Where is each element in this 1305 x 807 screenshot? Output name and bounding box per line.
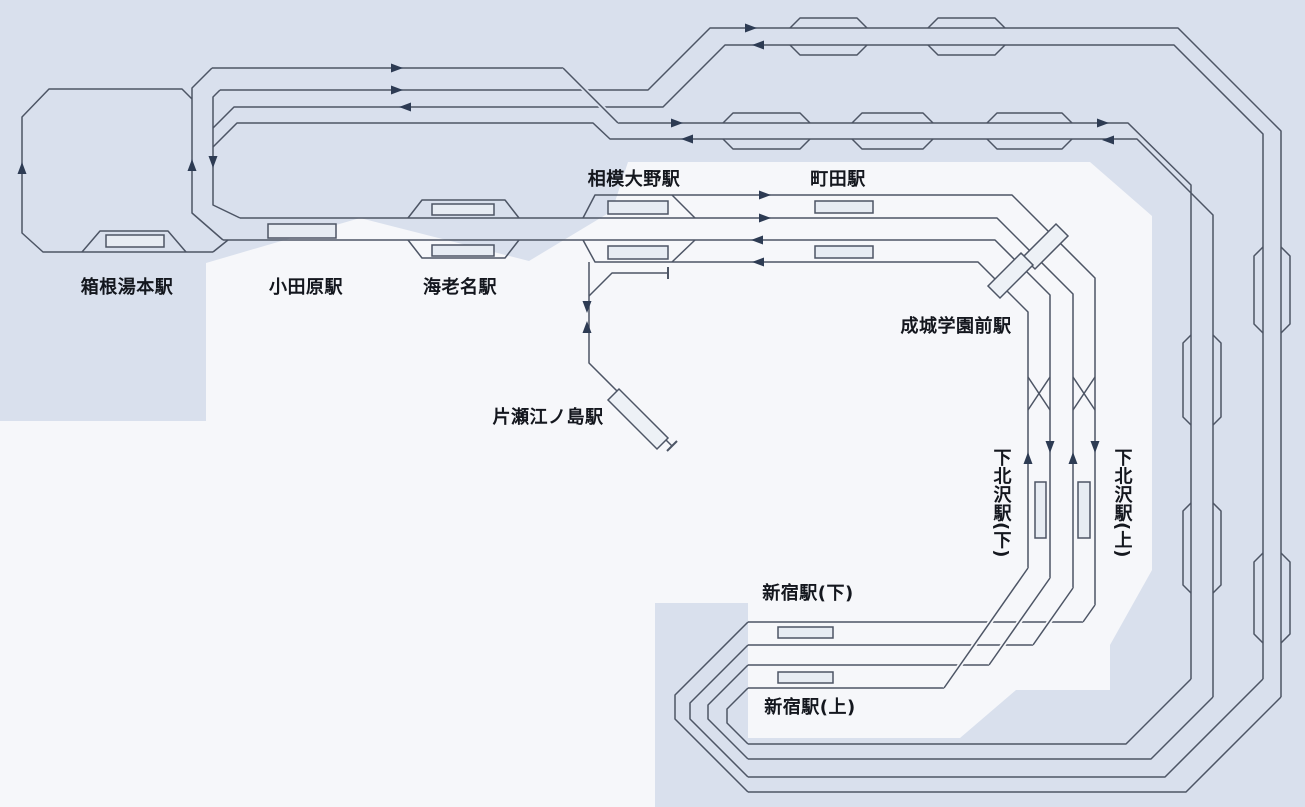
label-katase-enoshima: 片瀬江ノ島駅 — [493, 406, 604, 428]
katase-enoshima-platform — [606, 387, 670, 451]
direction-arrow-up — [187, 159, 197, 171]
label-shinjuku-down: 新宿駅(下) — [762, 582, 853, 604]
direction-arrow-left — [752, 257, 764, 267]
shimokitazawa-down-platform — [1034, 481, 1047, 539]
platforms — [81, 199, 1091, 684]
ebina-upper-loop — [407, 199, 520, 219]
track-line-c — [212, 44, 1264, 679]
direction-arrow-down — [208, 156, 218, 168]
crossing-diagonals — [561, 66, 1098, 690]
direction-arrow-right — [745, 23, 757, 33]
direction-arrow-left — [399, 102, 411, 112]
seijo-lower-platform — [986, 251, 1035, 300]
direction-arrow-right — [671, 118, 683, 128]
label-hakone-yumoto: 箱根湯本駅 — [81, 276, 174, 298]
track-shinjuku-loop-2 — [689, 644, 749, 778]
track-outer-upper — [582, 194, 1096, 605]
direction-arrow-up — [1068, 452, 1078, 464]
track-line-a-east — [618, 122, 1192, 679]
direction-arrow-down — [1045, 441, 1055, 453]
direction-arrow-down — [582, 301, 592, 313]
track-odawara-down-vertical — [212, 89, 241, 219]
odawara-platform — [267, 223, 337, 239]
hakone-platform — [105, 234, 165, 248]
label-shinjuku-up: 新宿駅(上) — [764, 696, 855, 718]
ebina-lower-platform — [431, 244, 495, 257]
track-outer-lower — [582, 239, 1029, 568]
direction-arrow-right — [759, 190, 771, 200]
machida-lower-platform — [814, 245, 874, 259]
direction-arrow-left — [681, 134, 693, 144]
track-bottom-b4 — [748, 696, 1282, 793]
label-machida: 町田駅 — [810, 169, 866, 190]
direction-arrow-left — [752, 40, 764, 50]
label-ebina: 海老名駅 — [423, 276, 497, 298]
track-lines — [21, 17, 1291, 793]
track-odawara-up-vertical — [191, 67, 224, 241]
track-line-a-diagonal — [562, 67, 619, 124]
direction-arrow-right — [391, 63, 403, 73]
track-shinjuku-loop-4 — [726, 687, 749, 745]
direction-arrow-down — [1090, 441, 1100, 453]
track-scissors — [1027, 376, 1096, 411]
shinjuku-up-platform — [777, 671, 834, 684]
track-enoshima-stub — [588, 272, 668, 297]
direction-arrow-right — [1097, 118, 1109, 128]
label-odawara: 小田原駅 — [269, 277, 343, 298]
direction-arrow-left — [1102, 135, 1114, 145]
direction-arrow-left — [751, 235, 763, 245]
ebina-lower-loop — [407, 239, 520, 259]
label-sagami-ono: 相模大野駅 — [588, 168, 681, 190]
direction-arrow-up — [582, 321, 592, 333]
direction-arrow-up — [17, 162, 27, 174]
enoshima-buffer-stop — [666, 440, 678, 452]
track-bottom-b2 — [748, 696, 1214, 760]
track-outer-upper-fork — [671, 194, 696, 219]
track-hakone-merge — [212, 239, 229, 253]
track-shinjuku-loop-3 — [707, 664, 749, 760]
track-line-b — [220, 27, 1282, 697]
direction-arrow-right — [391, 85, 403, 95]
direction-arrows — [17, 23, 1114, 464]
track-line-d — [212, 122, 1214, 697]
track-hakone-loop — [21, 88, 213, 253]
direction-arrow-right — [759, 213, 771, 223]
label-seijogakuen-mae: 成城学園前駅 — [901, 315, 1012, 337]
sagami-ono-upper-platform — [607, 200, 669, 215]
track-shinjuku-loop-1 — [674, 621, 749, 793]
hakone-platform-loop — [81, 230, 187, 253]
machida-upper-platform — [814, 200, 874, 214]
label-shimokitazawa-up: 下北沢駅(上) — [1112, 448, 1134, 558]
sagami-ono-lower-platform — [607, 245, 669, 260]
station-labels: 箱根湯本駅 小田原駅 海老名駅 相模大野駅 町田駅 片瀬江ノ島駅 成城学園前駅 … — [81, 168, 1134, 718]
ebina-upper-platform — [431, 203, 495, 216]
direction-arrow-up — [1023, 452, 1033, 464]
track-bottom-b1 — [748, 678, 1192, 745]
track-bottom-b3 — [748, 678, 1264, 778]
shinjuku-down-platform — [777, 626, 834, 639]
label-shimokitazawa-down: 下北沢駅(下) — [991, 448, 1013, 558]
track-outer-lower-fork — [671, 239, 696, 263]
shimokitazawa-up-platform — [1077, 481, 1091, 539]
